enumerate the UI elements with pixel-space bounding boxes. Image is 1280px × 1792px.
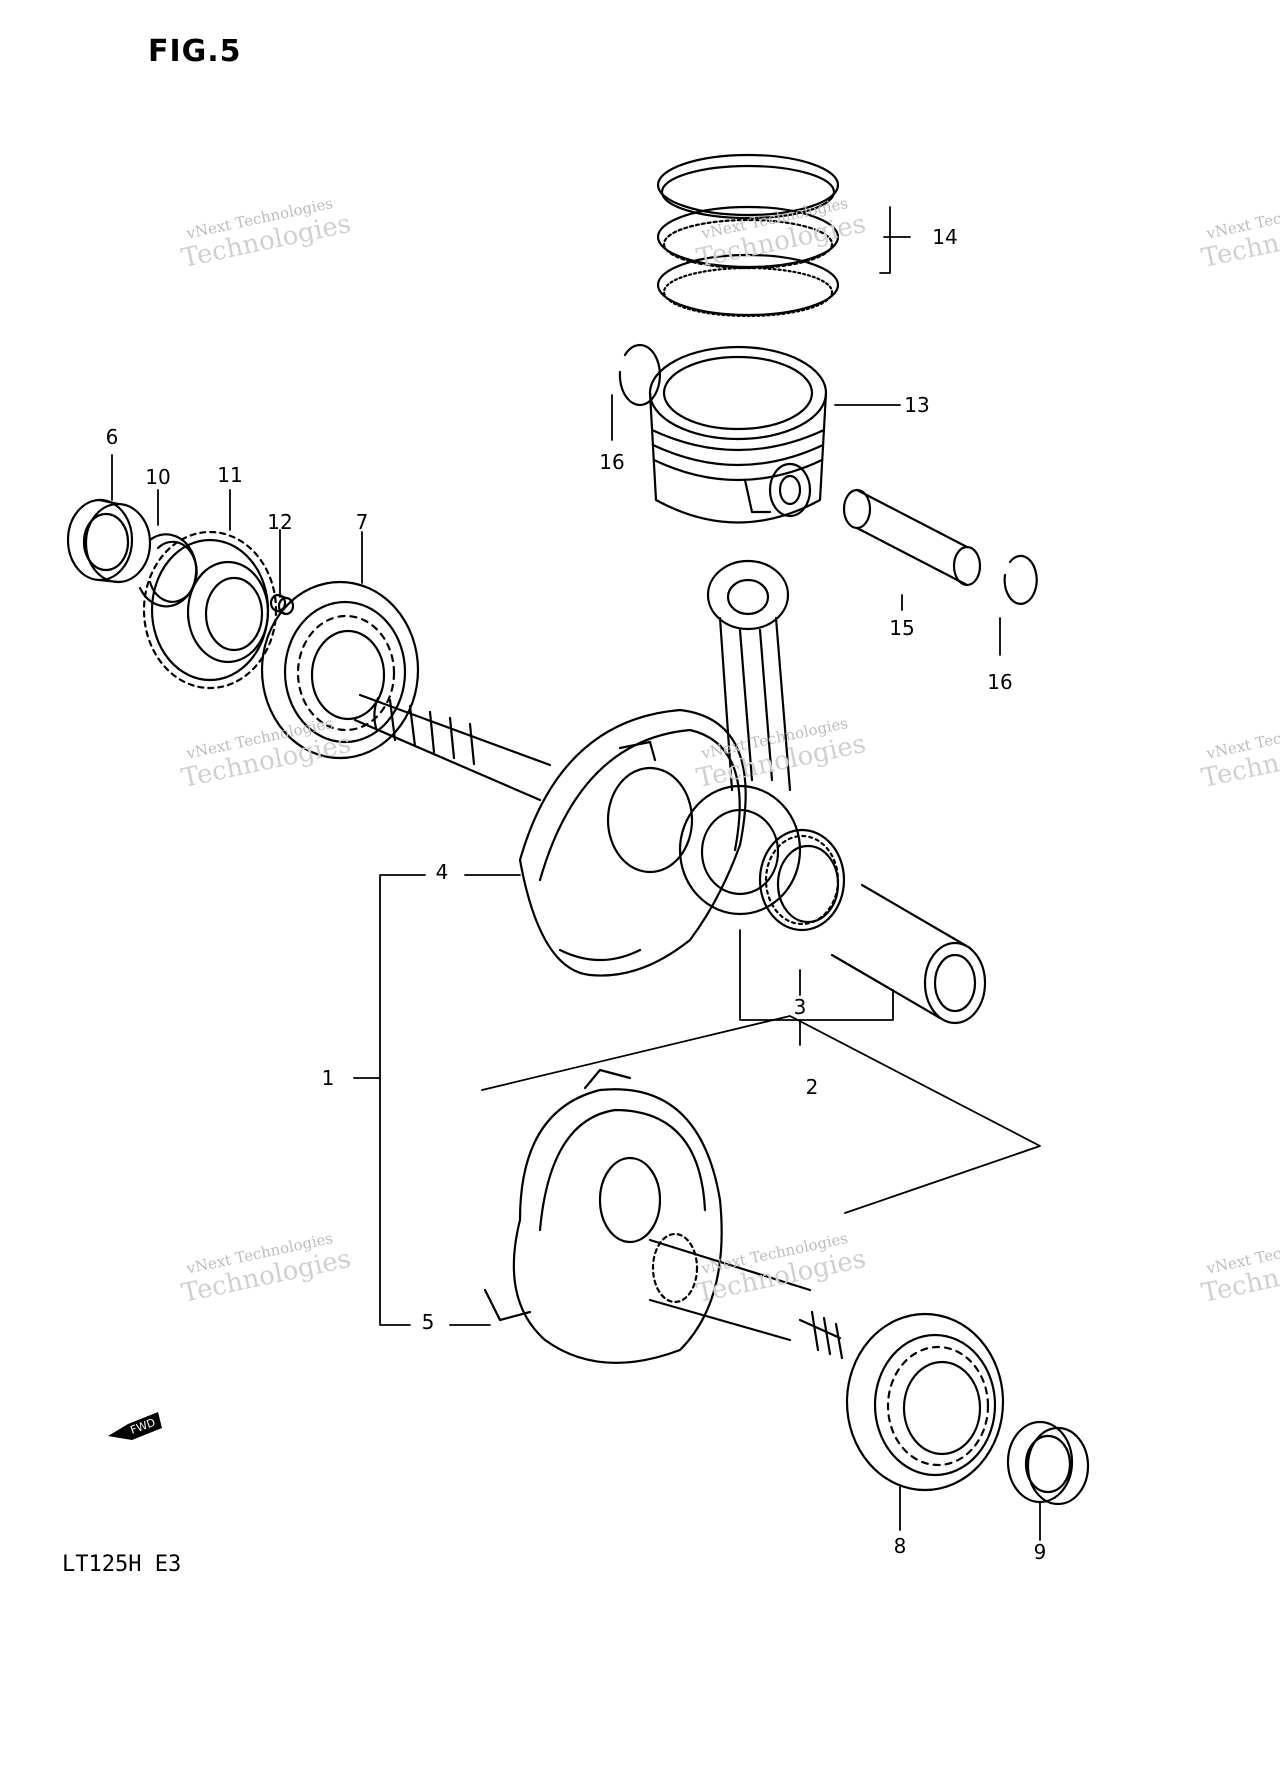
callout-14: 14 [932, 225, 958, 249]
circlip-part-16-top [618, 343, 661, 407]
figure-title: FIG.5 [148, 34, 242, 69]
crank-pin [830, 883, 987, 1025]
piston-pin-part-15 [842, 488, 982, 587]
leader-lines [111, 206, 1041, 1541]
callout-7: 7 [355, 510, 369, 534]
callout-4: 4 [435, 860, 449, 884]
callout-16-top: 16 [599, 450, 625, 474]
crank-half-left-part-4 [518, 708, 747, 977]
callout-15: 15 [889, 616, 915, 640]
callout-13: 13 [904, 393, 930, 417]
callout-8: 8 [893, 1534, 907, 1558]
callout-6: 6 [105, 425, 119, 449]
oil-seal-part-6 [66, 498, 152, 584]
crank-half-right-part-5 [483, 1068, 723, 1364]
callout-16-right: 16 [987, 670, 1013, 694]
callout-11: 11 [217, 463, 243, 487]
pin-part-12 [269, 593, 295, 616]
gear-part-11 [142, 530, 278, 690]
callout-5: 5 [421, 1310, 435, 1334]
crankshaft-right-shaft [648, 1232, 844, 1360]
needle-bearing-part-3 [758, 828, 846, 932]
callout-9: 9 [1033, 1540, 1047, 1564]
model-code: LT125H E3 [62, 1552, 182, 1577]
oil-seal-part-9 [1006, 1420, 1090, 1506]
piston-rings-part-14 [656, 153, 840, 318]
piston-part-13 [648, 345, 828, 524]
callout-10: 10 [145, 465, 171, 489]
callout-3: 3 [793, 995, 807, 1019]
connecting-rod-part-2 [678, 559, 802, 916]
circlip-part-16-right [1003, 554, 1038, 605]
bearing-part-8 [845, 1312, 1005, 1492]
callout-1: 1 [321, 1066, 335, 1090]
callout-12: 12 [267, 510, 293, 534]
bearing-part-7 [260, 580, 420, 760]
forward-arrow-icon: FWD [108, 1412, 162, 1440]
circlip-inner-edge [148, 540, 198, 603]
callout-2: 2 [805, 1075, 819, 1099]
crankshaft-left-shaft [353, 693, 552, 802]
